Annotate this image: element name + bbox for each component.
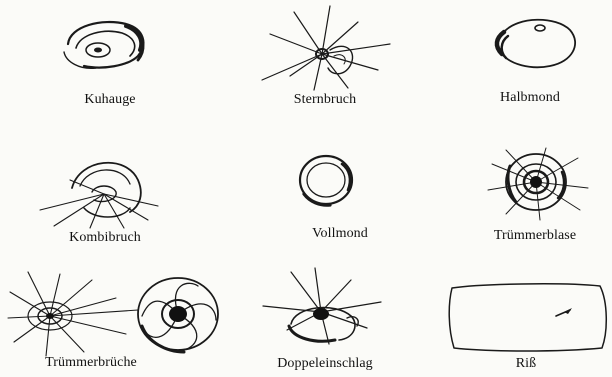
truemmerbrueche-label: Trümmerbrüche <box>16 355 166 371</box>
kuhauge-cell: Kuhauge <box>40 8 180 112</box>
sternbruch-label: Sternbruch <box>250 92 400 108</box>
truemmerbrueche-cell: Trümmerbrüche <box>8 272 228 377</box>
kombibruch-label: Kombibruch <box>30 230 180 246</box>
halbmond-cell: Halbmond <box>470 6 590 112</box>
truemmerblase-cell: Trümmerblase <box>470 148 600 248</box>
riss-cell: Riß <box>440 276 612 377</box>
riss-label: Riß <box>440 356 612 372</box>
sternbruch-cell: Sternbruch <box>250 4 400 112</box>
kombibruch-cell: Kombibruch <box>30 146 180 248</box>
kuhauge-label: Kuhauge <box>40 92 180 108</box>
halbmond-label: Halbmond <box>470 90 590 106</box>
doppeleinschlag-cell: Doppeleinschlag <box>255 268 395 377</box>
vollmond-cell: Vollmond <box>280 150 400 248</box>
doppeleinschlag-label: Doppeleinschlag <box>255 356 395 372</box>
vollmond-label: Vollmond <box>280 226 400 242</box>
truemmerblase-label: Trümmerblase <box>470 228 600 244</box>
